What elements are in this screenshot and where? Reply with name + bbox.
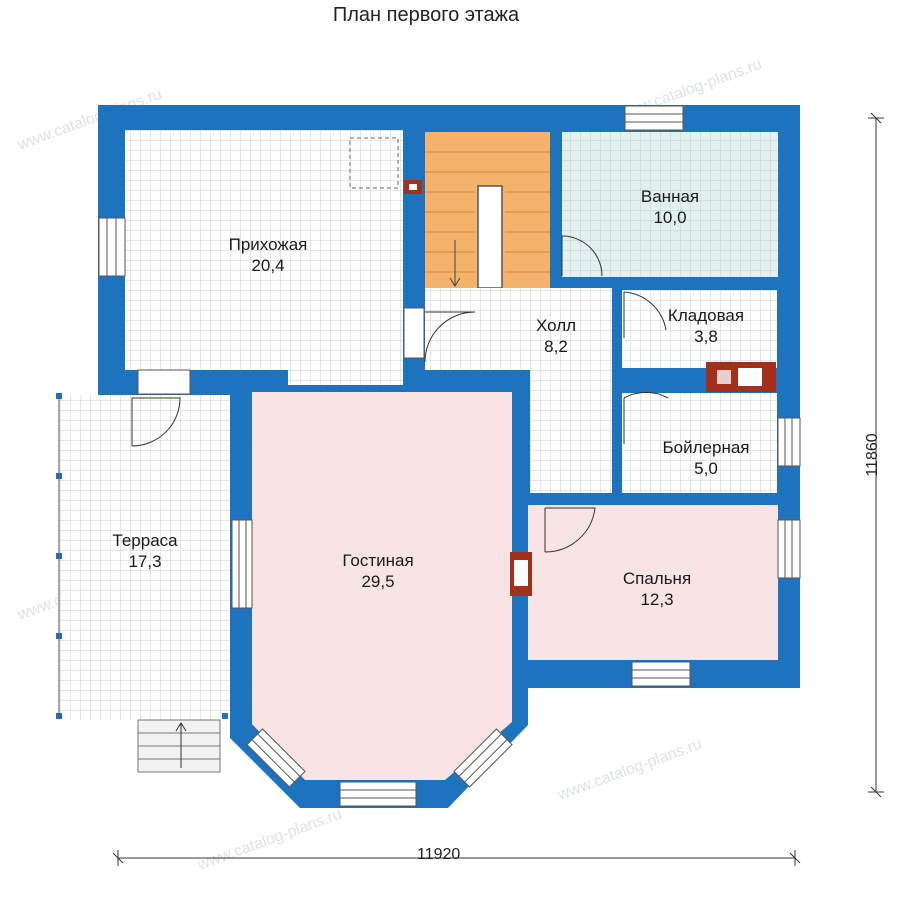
room-bedroom-floor <box>528 505 778 660</box>
steps-arrow-head <box>175 722 187 732</box>
room-area: 20,4 <box>251 256 285 275</box>
room-living-label: Гостиная 29,5 <box>342 550 413 592</box>
room-name: Гостиная <box>342 551 414 570</box>
stairs-steps <box>425 151 550 273</box>
room-name: Ванная <box>640 187 700 206</box>
room-boiler-floor <box>622 393 777 493</box>
room-terrace-floor <box>58 395 230 720</box>
room-storage-floor <box>622 290 777 368</box>
room-area: 17,3 <box>128 552 162 571</box>
stairs-arrow-head <box>449 277 461 287</box>
room-area: 3,8 <box>694 327 718 346</box>
room-bedroom-label: Спальня 12,3 <box>623 568 691 610</box>
fireplace-opening <box>514 560 528 586</box>
room-name: Прихожая <box>228 235 308 254</box>
room-area: 8,2 <box>544 337 568 356</box>
room-terrace-label: Терраса 17,3 <box>112 530 177 572</box>
room-hallway-floor <box>125 130 403 370</box>
watermark-text: www.catalog-plans.ru <box>195 806 345 874</box>
room-area: 29,5 <box>361 572 395 591</box>
stove-opening <box>738 368 762 386</box>
dimension-width-label: 11920 <box>417 846 461 863</box>
chimney-inner <box>409 184 417 190</box>
watermark-text: www.catalog-plans.ru <box>555 736 705 804</box>
room-hall-floor <box>425 288 612 493</box>
room-area: 10,0 <box>653 208 687 227</box>
room-name: Терраса <box>112 531 178 550</box>
stove-opening <box>717 370 731 384</box>
room-bathroom-floor <box>562 132 778 277</box>
attic-hatch <box>349 137 399 189</box>
room-storage-label: Кладовая 3,8 <box>668 305 744 347</box>
room-name: Холл <box>535 316 577 335</box>
room-name: Кладовая <box>667 306 745 325</box>
room-area: 12,3 <box>640 590 674 609</box>
room-bathroom-label: Ванная 10,0 <box>641 186 699 228</box>
room-area: 5,0 <box>694 459 718 478</box>
stairs-core <box>477 185 503 289</box>
room-name: Спальня <box>622 569 692 588</box>
windows <box>98 105 801 807</box>
room-hallway-label: Прихожая 20,4 <box>229 234 308 276</box>
plan-title: План первого этажа <box>332 4 520 26</box>
dimension-height-label: 11860 <box>864 433 881 477</box>
door-swings <box>131 235 669 553</box>
room-name: Бойлерная <box>662 438 750 457</box>
room-boiler-label: Бойлерная 5,0 <box>663 437 750 479</box>
terrace-steps <box>137 719 221 773</box>
room-living-floor <box>252 392 512 780</box>
dimension-lines <box>112 112 884 866</box>
room-hall-label: Холл 8,2 <box>536 315 576 357</box>
room-hallway-extension <box>288 365 403 385</box>
